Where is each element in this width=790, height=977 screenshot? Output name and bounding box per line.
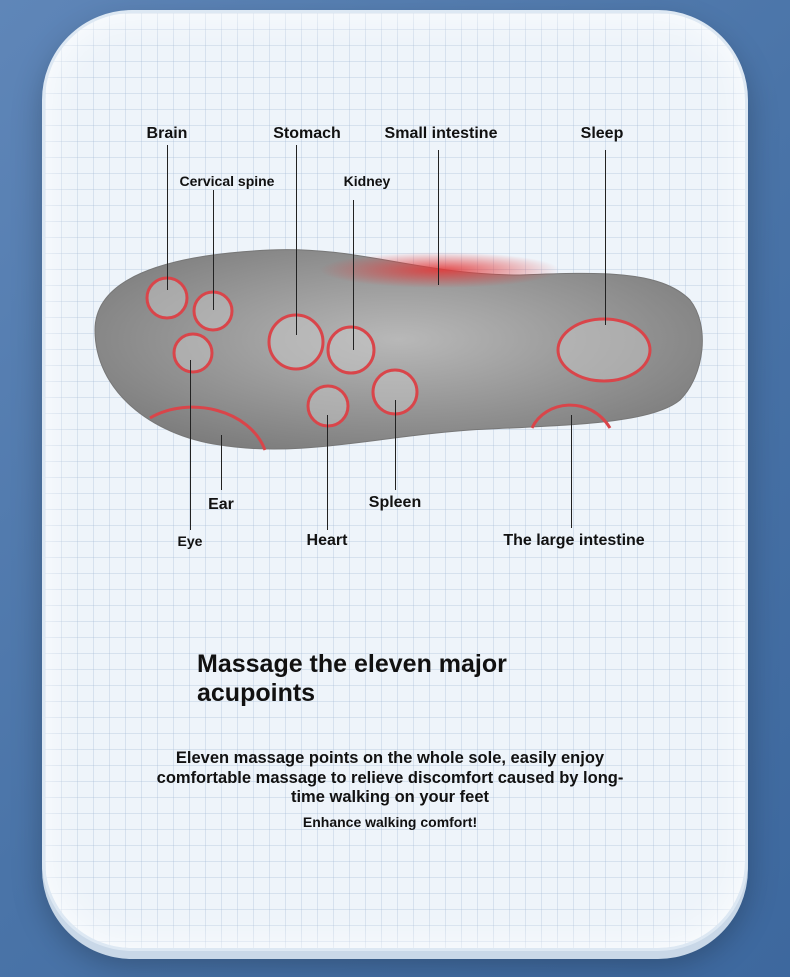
label-brain: Brain — [146, 125, 188, 142]
heading: Massage the eleven major acupoints — [197, 650, 507, 707]
label-sleep: Sleep — [580, 125, 624, 142]
label-eye: Eye — [177, 533, 203, 549]
acupoint-eye — [172, 332, 214, 374]
label-stomach: Stomach — [273, 125, 341, 142]
label-kidney: Kidney — [343, 173, 391, 189]
label-ear: Ear — [208, 496, 234, 513]
acupoint-sleep — [556, 317, 652, 383]
label-heart: Heart — [306, 532, 348, 549]
label-spleen: Spleen — [368, 494, 422, 511]
label-large-intestine: The large intestine — [503, 532, 645, 549]
label-small-intestine: Small intestine — [384, 125, 498, 142]
acupoint-heart — [306, 384, 350, 428]
acupoint-ear — [149, 405, 267, 451]
description: Eleven massage points on the whole sole,… — [156, 749, 624, 806]
acupoint-kidney — [326, 325, 376, 375]
tagline: Enhance walking comfort! — [302, 814, 478, 830]
acupoint-large-intestine — [530, 403, 612, 429]
label-cervical-spine: Cervical spine — [179, 173, 275, 189]
